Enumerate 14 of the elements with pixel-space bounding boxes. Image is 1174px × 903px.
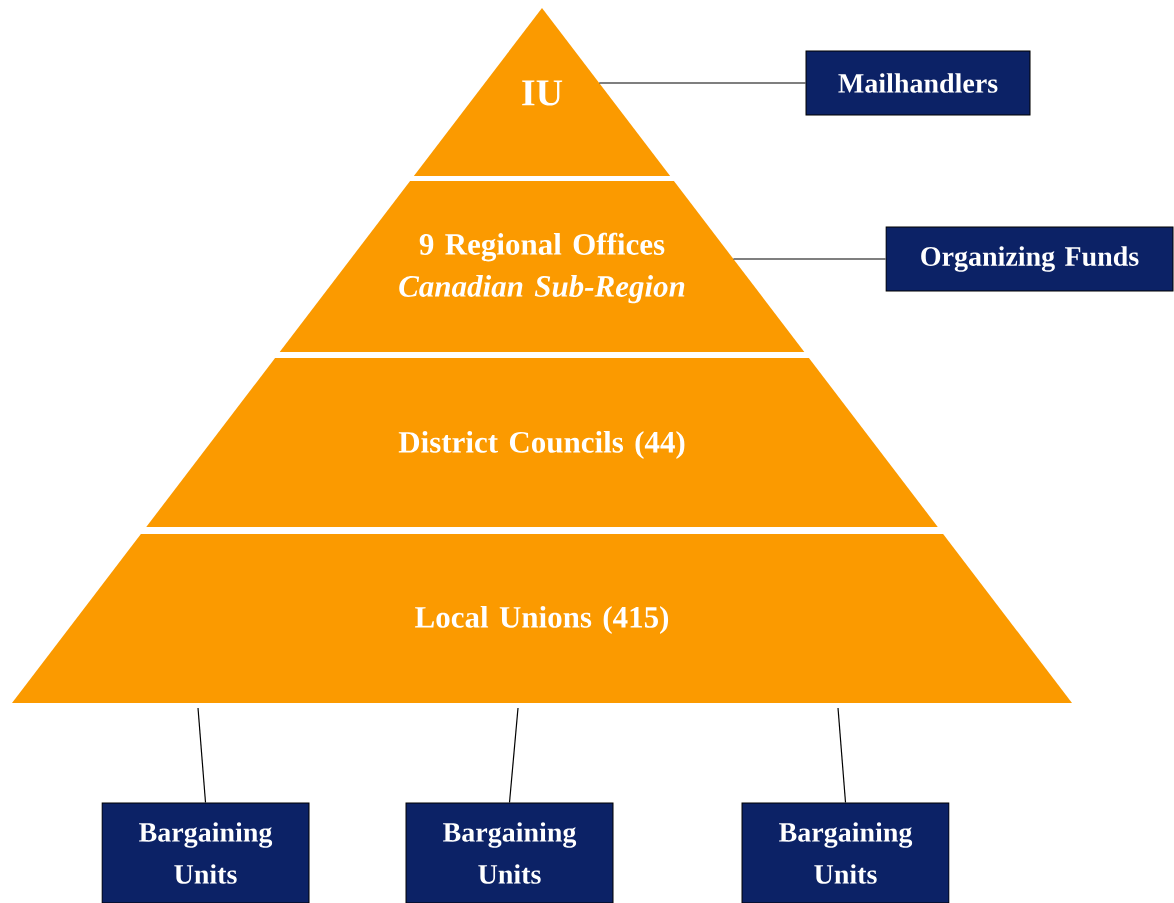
pyramid-band: Local Unions (415): [12, 534, 1072, 703]
connector-line: [837, 707, 847, 804]
label-box: Bargaining Units: [405, 802, 614, 903]
connector-line: [197, 707, 207, 804]
label-box: Mailhandlers: [805, 50, 1031, 116]
pyramid-band: District Councils (44): [146, 358, 938, 527]
pyramid-top: IU: [413, 8, 671, 176]
connector-line: [598, 82, 807, 84]
label-box: Organizing Funds: [885, 226, 1174, 292]
connector-line: [508, 707, 519, 804]
pyramid-band: 9 Regional Offices Canadian Sub-Region: [279, 181, 805, 352]
label-box: Bargaining Units: [101, 802, 310, 903]
label-box: Bargaining Units: [741, 802, 950, 903]
connector-line: [732, 258, 887, 260]
